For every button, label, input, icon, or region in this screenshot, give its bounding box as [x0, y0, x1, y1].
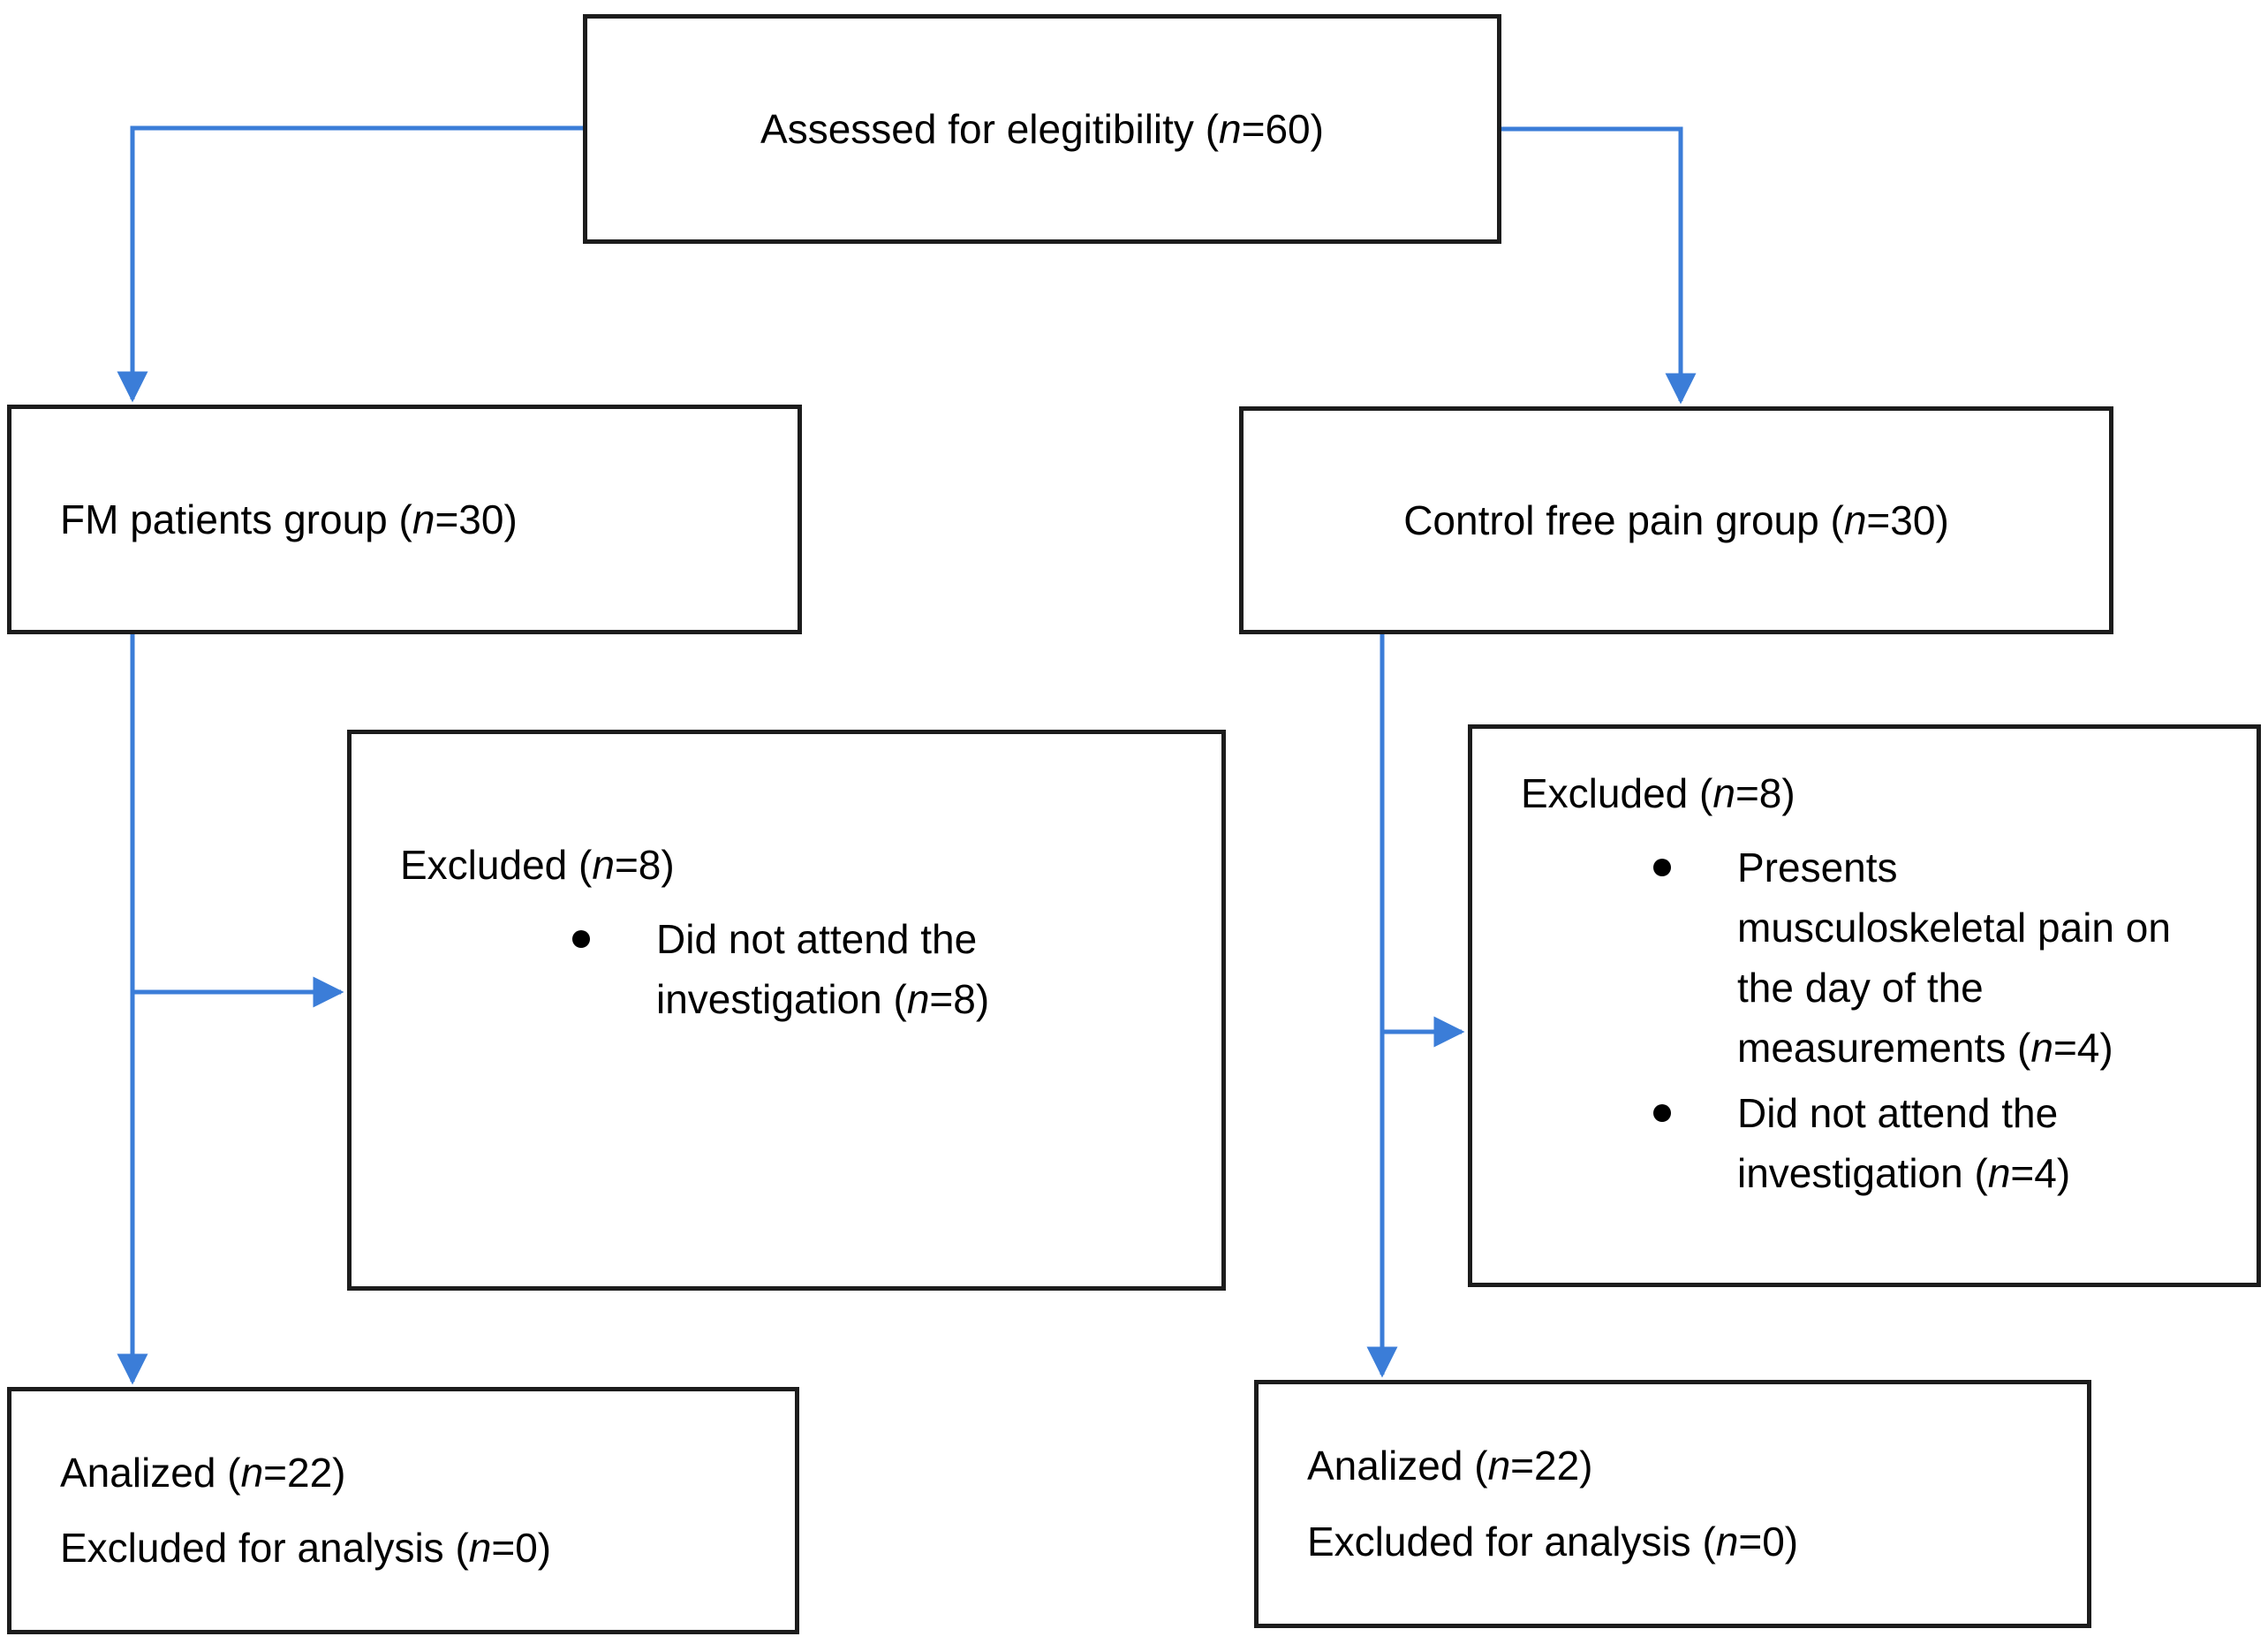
fm-group-box: FM patients group (n=30)	[7, 405, 802, 634]
label-segment: Analized (	[60, 1449, 241, 1496]
excluded-fm-title: Excluded (n=8)	[352, 836, 1221, 895]
n-italic: n	[240, 1449, 264, 1496]
label-segment: Assessed for elegitibility (	[760, 105, 1220, 152]
arrow-assessed-to-fm	[117, 125, 583, 403]
label-segment: Analized (	[1307, 1443, 1488, 1489]
control-group-label: Control free pain group (n=30)	[1244, 491, 2109, 550]
label-segment: Excluded for analysis (	[60, 1525, 469, 1571]
n-italic: n	[906, 975, 930, 1022]
label-segment: Control free pain group (	[1403, 496, 1844, 543]
excluded-control-reasons-list: Presents musculoskeletal pain on the day…	[1472, 832, 2257, 1203]
analyzed-control-line: Analized (n=22)	[1259, 1428, 2087, 1504]
analyzed-fm-line: Analized (n=22)	[11, 1436, 795, 1511]
analyzed-fm-line: Excluded for analysis (n=0)	[11, 1511, 795, 1586]
label-segment: =0)	[1738, 1518, 1799, 1564]
fm-group-label: FM patients group (n=30)	[11, 490, 798, 549]
n-italic: n	[412, 496, 435, 542]
n-italic: n	[1487, 1443, 1511, 1489]
n-italic: n	[1715, 1518, 1739, 1564]
analyzed-fm-box: Analized (n=22) Excluded for analysis (n…	[7, 1387, 799, 1634]
assessed-label: Assessed for elegitibility (n=60)	[587, 100, 1497, 159]
label-segment: =4)	[2010, 1150, 2071, 1197]
analyzed-control-box: Analized (n=22) Excluded for analysis (n…	[1254, 1380, 2091, 1628]
label-segment: FM patients group (	[60, 496, 412, 542]
n-italic: n	[2030, 1024, 2053, 1071]
label-segment: =30)	[435, 496, 518, 542]
arrow-assessed-to-control	[1501, 126, 1697, 405]
n-italic: n	[468, 1525, 492, 1571]
analyzed-control-line: Excluded for analysis (n=0)	[1259, 1504, 2087, 1580]
label-segment: Presents musculoskeletal pain on the day…	[1737, 844, 2171, 1071]
label-segment: =22)	[1510, 1443, 1593, 1489]
excluded-reason-item: Did not attend the investigation (n=8)	[572, 909, 1186, 1029]
n-italic: n	[1712, 770, 1735, 816]
assessed-box: Assessed for elegitibility (n=60)	[583, 14, 1501, 244]
label-segment: Excluded (	[1521, 770, 1713, 816]
control-group-box: Control free pain group (n=30)	[1239, 406, 2113, 634]
excluded-reason-item: Presents musculoskeletal pain on the day…	[1653, 837, 2188, 1078]
label-segment: =30)	[1866, 496, 1949, 543]
label-segment: =0)	[491, 1525, 552, 1571]
label-segment: =22)	[263, 1449, 346, 1496]
label-segment: Did not attend the investigation (	[656, 915, 978, 1022]
label-segment: =8)	[929, 975, 990, 1022]
excluded-fm-box: Excluded (n=8) Did not attend the invest…	[347, 730, 1226, 1291]
label-segment: =8)	[1735, 770, 1796, 816]
n-italic: n	[592, 842, 615, 888]
label-segment: Excluded (	[400, 842, 593, 888]
excluded-fm-reasons-list: Did not attend the investigation (n=8)	[352, 904, 1221, 1029]
n-italic: n	[1843, 496, 1867, 543]
n-italic: n	[1987, 1150, 2011, 1197]
excluded-reason-item: Did not attend the investigation (n=4)	[1653, 1083, 2188, 1203]
excluded-control-title: Excluded (n=8)	[1472, 764, 2257, 823]
label-segment: Excluded for analysis (	[1307, 1518, 1716, 1564]
label-segment: =4)	[2053, 1024, 2113, 1071]
label-segment: Did not attend the investigation (	[1737, 1090, 2059, 1197]
excluded-control-box: Excluded (n=8) Presents musculoskeletal …	[1468, 724, 2261, 1287]
n-italic: n	[1219, 105, 1242, 152]
label-segment: =8)	[614, 842, 675, 888]
label-segment: =60)	[1241, 105, 1324, 152]
